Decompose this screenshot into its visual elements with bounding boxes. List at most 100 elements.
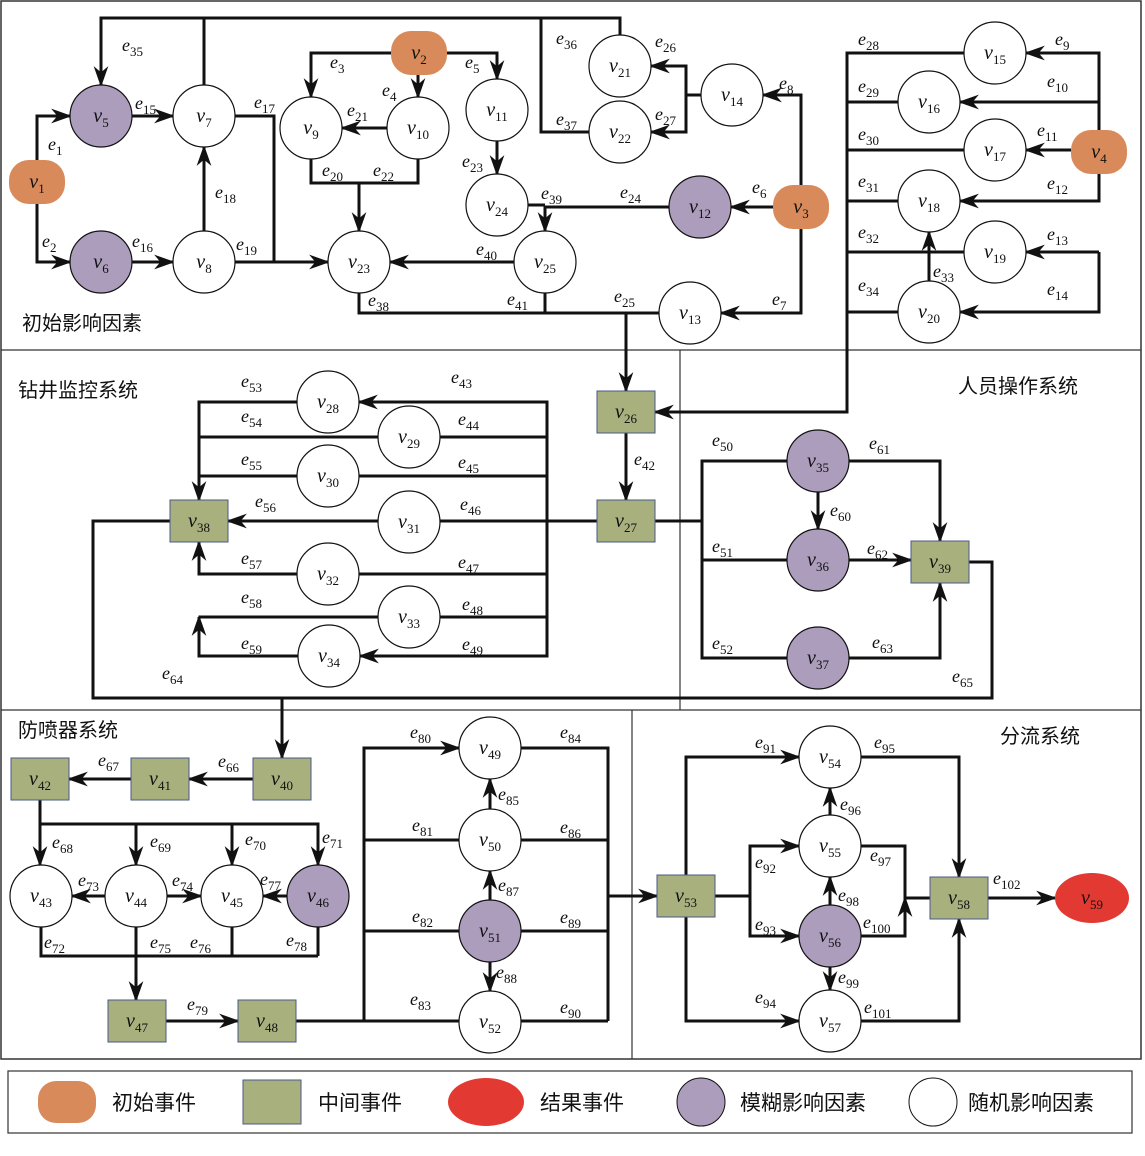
edge-label-e59: e59 <box>241 633 262 657</box>
node-label: v42 <box>29 768 51 793</box>
node-shape <box>9 864 73 928</box>
node-shape <box>897 70 961 134</box>
edge-label-e7: e7 <box>772 289 787 313</box>
legend-swatch-intermediate <box>242 1079 302 1125</box>
node-label: v48 <box>256 1010 278 1035</box>
edge-label-e8: e8 <box>779 73 794 97</box>
edge-e37 <box>539 18 589 134</box>
node-shape <box>658 281 722 345</box>
edge-label-e41: e41 <box>507 289 528 313</box>
edge-label-e50: e50 <box>712 430 733 454</box>
legend-item-initial-event: 初始事件 <box>38 1081 196 1123</box>
edge-label-e49: e49 <box>462 634 483 658</box>
edge-label-e84: e84 <box>560 722 582 746</box>
node-shape <box>172 84 236 148</box>
edge-label-e58: e58 <box>241 587 262 611</box>
node-shape <box>10 757 70 801</box>
edge-e92 <box>715 838 802 898</box>
node-label: v55 <box>819 835 841 860</box>
node-label: v26 <box>615 401 637 426</box>
edge-label-e42: e42 <box>634 449 655 473</box>
node-v24: v24 <box>465 173 529 237</box>
edge-label-e39: e39 <box>541 183 562 207</box>
node-shape <box>286 864 350 928</box>
legend-item-fuzzy-factor: 模糊影响因素 <box>676 1077 866 1127</box>
node-shape <box>465 78 529 142</box>
edge-e64 <box>91 519 290 761</box>
edge-label-e32: e32 <box>858 222 879 246</box>
edge-label-e38: e38 <box>368 290 389 314</box>
node-label: v38 <box>188 510 210 535</box>
node-v30: v30 <box>296 444 360 508</box>
edge-label-e34: e34 <box>858 275 880 299</box>
edge-e57 <box>191 539 297 576</box>
edge-e38 <box>357 293 626 315</box>
node-label: v59 <box>1081 887 1103 912</box>
node-label: v34 <box>318 645 340 670</box>
edge-label-e11: e11 <box>1037 120 1058 144</box>
edge-e17 <box>235 114 276 262</box>
edge-label-e16: e16 <box>132 231 154 255</box>
legend-item-random-factor: 随机影响因素 <box>908 1077 1094 1127</box>
edge-label-e82: e82 <box>412 906 433 930</box>
node-v28: v28 <box>296 370 360 434</box>
node-shape <box>169 499 229 543</box>
edge-label-e67: e67 <box>98 750 120 774</box>
node-v2: v2 <box>391 31 447 75</box>
region-frames <box>0 0 1142 1060</box>
node-v44: v44 <box>104 864 168 928</box>
edge-label-e65: e65 <box>952 666 973 690</box>
region-title-bop: 防喷器系统 <box>18 718 118 742</box>
node-shape <box>700 63 764 127</box>
edge-e20 <box>309 159 359 185</box>
node-v16: v16 <box>897 70 961 134</box>
edges-layer <box>32 16 1101 1029</box>
node-shape <box>200 864 264 928</box>
edge-labels-layer: e1e2e3e4e5e6e7e8e9e10e11e12e13e14e15e16e… <box>42 28 1070 1021</box>
node-v20: v20 <box>897 280 961 344</box>
node-shape <box>296 444 360 508</box>
edge-label-e40: e40 <box>476 239 497 263</box>
node-v7: v7 <box>172 84 236 148</box>
edge-label-e72: e72 <box>44 932 65 956</box>
region-title-initial: 初始影响因素 <box>22 311 142 335</box>
node-v29: v29 <box>377 405 441 469</box>
edge-e24 <box>537 205 669 234</box>
region-title-personnel: 人员操作系统 <box>958 374 1078 398</box>
edge-label-e3: e3 <box>330 52 345 76</box>
edge-e101 <box>861 916 967 1023</box>
node-shape <box>798 904 862 968</box>
node-v58: v58 <box>929 876 989 920</box>
edge-e61 <box>849 459 948 544</box>
node-v18: v18 <box>897 169 961 233</box>
edge-label-e90: e90 <box>560 997 581 1021</box>
edge-e49 <box>357 521 549 664</box>
node-label: v12 <box>689 196 711 221</box>
edge-label-e33: e33 <box>933 261 954 285</box>
node-shape <box>296 370 360 434</box>
edge-e25 <box>618 311 659 394</box>
node-v45: v45 <box>200 864 264 928</box>
node-shape <box>69 230 133 294</box>
edge-e80 <box>296 740 462 1023</box>
node-v39: v39 <box>910 540 970 584</box>
node-v53: v53 <box>656 874 716 918</box>
node-shape <box>458 899 522 963</box>
node-label: v14 <box>721 84 743 109</box>
node-shape <box>377 490 441 554</box>
node-label: v37 <box>807 647 829 672</box>
node-shape <box>596 390 656 434</box>
region-title-diverter: 分流系统 <box>1000 724 1080 748</box>
node-v17: v17 <box>963 118 1027 182</box>
node-shape <box>588 34 652 98</box>
node-shape <box>297 624 361 688</box>
node-v32: v32 <box>296 542 360 606</box>
node-label: v24 <box>486 194 508 219</box>
edge-e97 <box>861 844 930 900</box>
node-label: v45 <box>221 885 243 910</box>
edge-label-e70: e70 <box>245 829 266 853</box>
node-shape <box>897 280 961 344</box>
node-label: v11 <box>486 99 507 124</box>
node-label: v9 <box>303 117 318 142</box>
